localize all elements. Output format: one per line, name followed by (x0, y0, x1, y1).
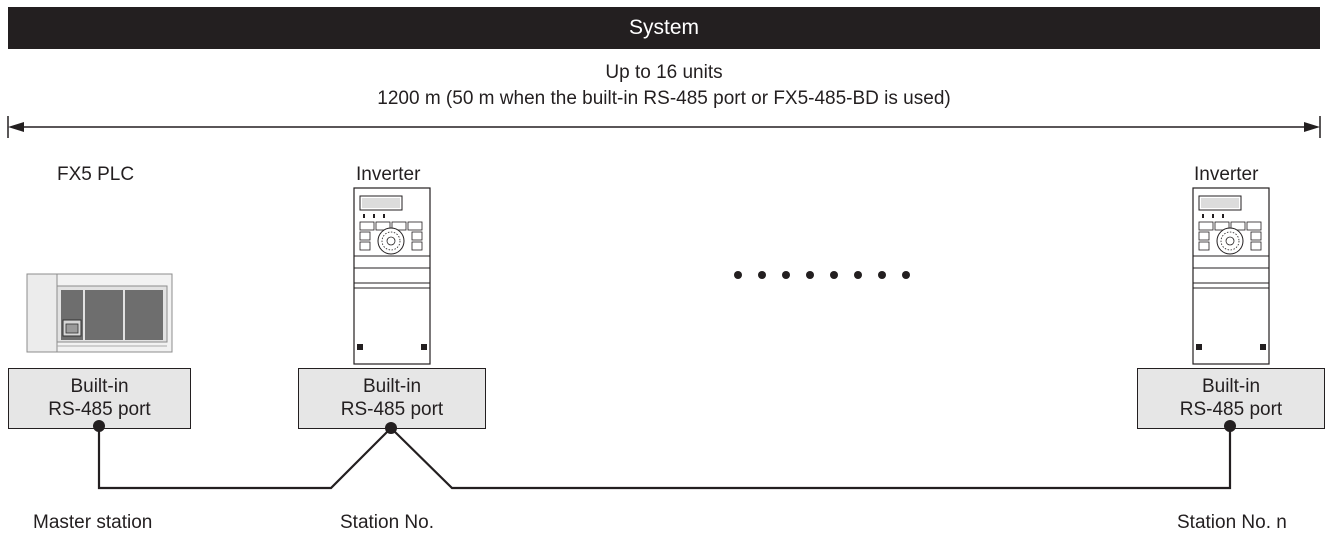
port-label-line1: Built-in (70, 376, 129, 397)
port-label-line2: RS-485 port (340, 399, 444, 420)
span-arrow (7, 116, 1321, 138)
ellipsis-dots (734, 271, 910, 279)
port-label-line2: RS-485 port (1179, 399, 1283, 420)
plc-device-image (26, 273, 173, 353)
station-label-master: Master station (33, 512, 153, 533)
device-label-inverter-n: Inverter (1194, 164, 1259, 185)
port-label-line1: Built-in (362, 376, 422, 397)
terminal-dot-plc (93, 420, 105, 432)
station-label-1: Station No. (340, 512, 434, 533)
port-box-inverter-1: Built-in RS-485 port (298, 368, 486, 429)
system-header: System (8, 7, 1320, 49)
station-label-n: Station No. n (1177, 512, 1287, 533)
port-label-line2: RS-485 port (48, 399, 151, 420)
system-title: System (628, 16, 699, 39)
inverter-device-image-n (1192, 187, 1270, 365)
port-box-plc: Built-in RS-485 port (8, 368, 191, 429)
terminal-dot-inverter-1 (385, 422, 397, 434)
inverter-device-image-1 (353, 187, 431, 365)
device-label-plc: FX5 PLC (57, 164, 135, 185)
units-label: Up to 16 units (605, 62, 723, 83)
port-label-line1: Built-in (1201, 376, 1261, 397)
distance-label: 1200 m (50 m when the built-in RS-485 po… (377, 88, 951, 109)
device-label-inverter-1: Inverter (356, 164, 421, 185)
terminal-dot-inverter-n (1224, 420, 1236, 432)
